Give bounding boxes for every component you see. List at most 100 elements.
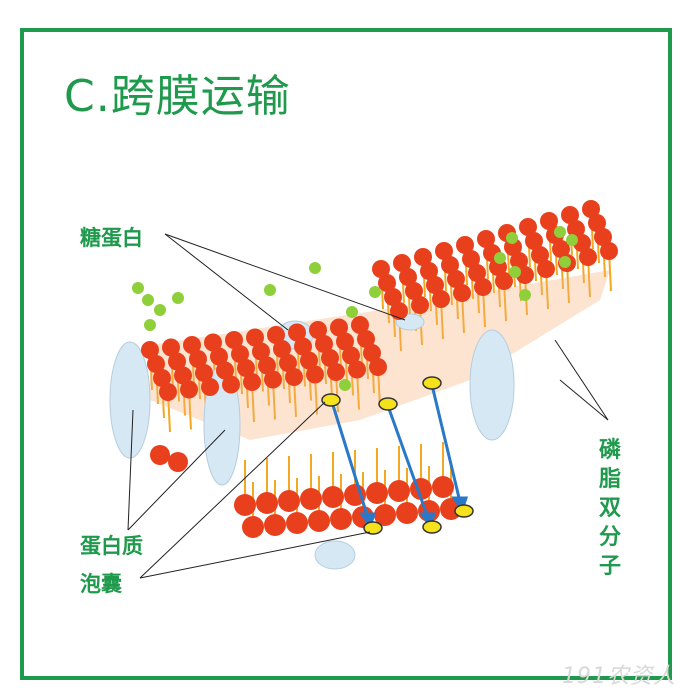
- lipid-head: [420, 262, 438, 280]
- lipid-head: [267, 326, 285, 344]
- lipid-head: [321, 349, 339, 367]
- lipid-head: [216, 361, 234, 380]
- lipid-head: [330, 508, 352, 530]
- lipid-head: [378, 274, 396, 292]
- lipid-head: [414, 248, 432, 266]
- lipid-head: [252, 342, 270, 361]
- lipid-head: [351, 316, 369, 334]
- lipid-head: [531, 246, 549, 264]
- molecule-marker: [378, 397, 398, 411]
- lipid-head: [579, 248, 597, 266]
- lipid-head: [474, 278, 492, 296]
- lipid-head: [441, 256, 459, 274]
- lipid-head: [246, 328, 264, 347]
- transport-arrow: [330, 401, 370, 519]
- lipid-head: [519, 218, 537, 236]
- sugar-molecule: [154, 304, 166, 316]
- sugar-molecule: [142, 294, 154, 306]
- transport-arrow: [386, 405, 430, 519]
- lipid-head: [222, 375, 240, 394]
- lipid-head: [189, 350, 207, 368]
- lipid-head: [286, 512, 308, 534]
- lipid-head: [168, 352, 186, 371]
- lipid-head: [388, 480, 410, 502]
- lipid-head: [435, 242, 453, 260]
- lipid-head: [348, 360, 366, 379]
- lipid-head: [288, 323, 306, 342]
- lipid-head: [477, 230, 495, 248]
- label-protein: 蛋白质: [80, 534, 143, 558]
- lipid-head: [168, 452, 188, 472]
- lipid-head: [582, 200, 600, 218]
- lipid-head: [342, 346, 360, 365]
- lipid-head: [308, 510, 330, 532]
- lipid-head: [278, 490, 300, 512]
- lipid-head: [462, 250, 480, 268]
- lipid-head: [162, 338, 180, 357]
- leader-line: [127, 409, 134, 531]
- lipid-head: [231, 345, 249, 363]
- sugar-molecule: [346, 306, 358, 318]
- sugar-molecule: [519, 289, 531, 301]
- lipid-head: [201, 378, 219, 396]
- watermark: 191农资人: [562, 664, 676, 689]
- lipid-head: [453, 284, 471, 302]
- label-vesicle: 泡囊: [80, 572, 122, 596]
- lipid-head: [327, 363, 345, 381]
- transport-molecules: [321, 376, 474, 535]
- sugar-molecule: [132, 282, 144, 294]
- lipid-head: [279, 354, 297, 372]
- lipid-head: [456, 236, 474, 254]
- lipid-head: [399, 268, 417, 286]
- lipid-head: [147, 355, 165, 373]
- leader-line: [559, 379, 609, 421]
- lipid-head: [153, 369, 171, 387]
- lipid-head: [243, 373, 261, 391]
- sugar-molecule: [509, 266, 521, 278]
- leader-line: [139, 401, 326, 579]
- transport-arrows: [330, 384, 469, 530]
- transmembrane-protein: [109, 341, 151, 459]
- diagram-title: C.跨膜运输: [64, 71, 291, 122]
- lipid-head: [372, 260, 390, 278]
- lipid-head: [393, 254, 411, 272]
- lipid-head: [242, 516, 264, 538]
- leader-line: [127, 429, 226, 531]
- vesicle-shape: [314, 540, 356, 570]
- lipid-head: [322, 486, 344, 508]
- lipid-head: [432, 290, 450, 308]
- transport-arrow: [430, 384, 462, 503]
- lipid-head: [300, 351, 318, 370]
- leader-line: [164, 233, 289, 331]
- lipid-head: [264, 514, 286, 536]
- sugar-molecule: [369, 286, 381, 298]
- molecule-marker: [422, 520, 442, 534]
- molecule-marker: [321, 393, 341, 407]
- lipid-head: [405, 282, 423, 300]
- sugar-molecule: [554, 226, 566, 238]
- lipid-head: [234, 494, 256, 516]
- molecule-marker: [363, 521, 383, 535]
- lipid-head: [396, 502, 418, 524]
- lipid-head: [285, 368, 303, 386]
- sugar-molecule: [339, 379, 351, 391]
- lipid-head: [594, 228, 612, 246]
- lipid-head: [309, 321, 327, 339]
- lipid-head: [540, 212, 558, 230]
- sugar-molecule: [264, 284, 276, 296]
- lipid-head: [357, 330, 375, 348]
- lipid-head: [237, 359, 255, 377]
- lipid-head: [183, 336, 201, 354]
- lipid-head: [264, 370, 282, 389]
- molecule-marker: [422, 376, 442, 390]
- sugar-molecule: [309, 262, 321, 274]
- sugar-molecule: [506, 232, 518, 244]
- sugar-chains: [132, 226, 578, 391]
- lipid-head: [225, 331, 243, 349]
- label-phospholipid-bilayer: 磷脂双分子: [598, 438, 621, 579]
- leader-line: [139, 531, 371, 579]
- lipid-head: [561, 206, 579, 224]
- lipid-head: [525, 232, 543, 250]
- lipid-head: [552, 240, 570, 258]
